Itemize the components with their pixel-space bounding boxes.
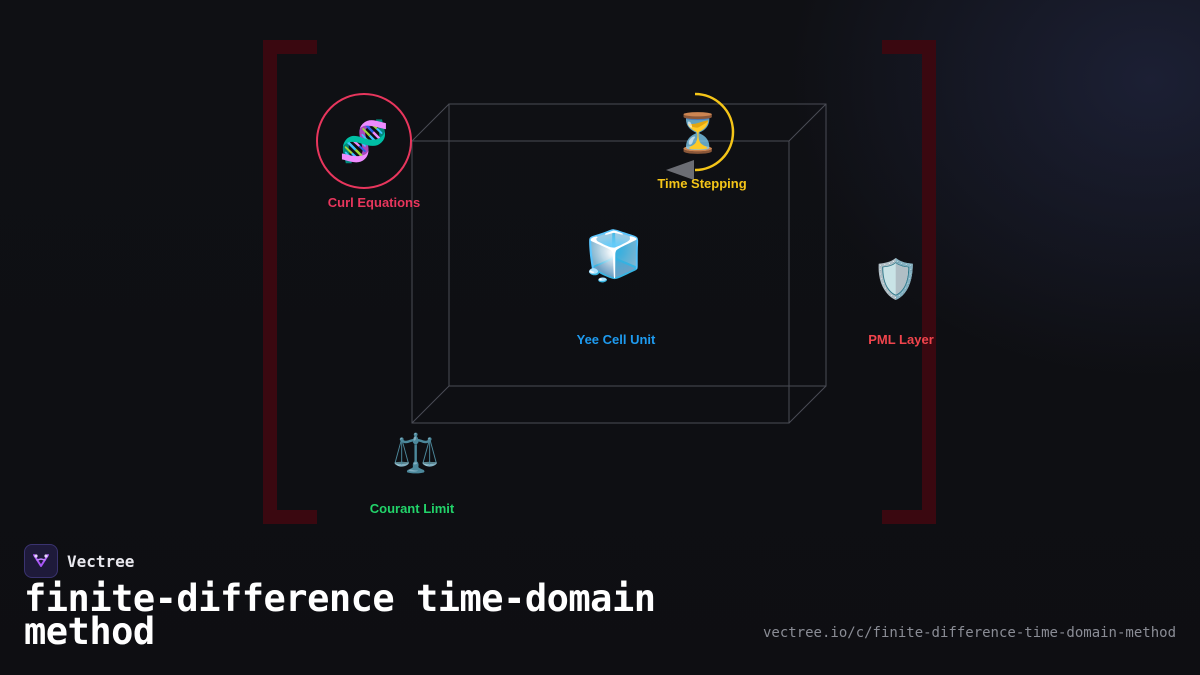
pml-layer-label: PML Layer (868, 332, 934, 347)
curl-equations-label: Curl Equations (327, 195, 421, 210)
brand: Vectree (24, 544, 134, 578)
vectree-logo-icon (24, 544, 58, 578)
wireframe-cube (411, 103, 827, 424)
curl-ring (316, 93, 412, 189)
courant-limit-label: Courant Limit (369, 501, 455, 516)
page-title: finite-difference time-domain method (24, 577, 656, 653)
right-bracket (882, 40, 936, 524)
time-stepping-label: Time Stepping (657, 176, 747, 191)
dna-icon: 🧬 (339, 119, 389, 165)
left-bracket (263, 40, 317, 524)
hourglass-icon: ⏳ (674, 111, 722, 155)
ice-cube-icon: 🧊 (584, 228, 644, 284)
shield-icon: 🛡️ (872, 257, 920, 301)
balance-scale-icon: ⚖️ (392, 431, 440, 475)
time-arc (694, 92, 735, 172)
yee-cell-unit-label: Yee Cell Unit (576, 332, 656, 347)
brand-name: Vectree (67, 551, 135, 571)
page-url[interactable]: vectree.io/c/finite-difference-time-doma… (762, 625, 1176, 641)
time-arrowhead (666, 160, 694, 180)
